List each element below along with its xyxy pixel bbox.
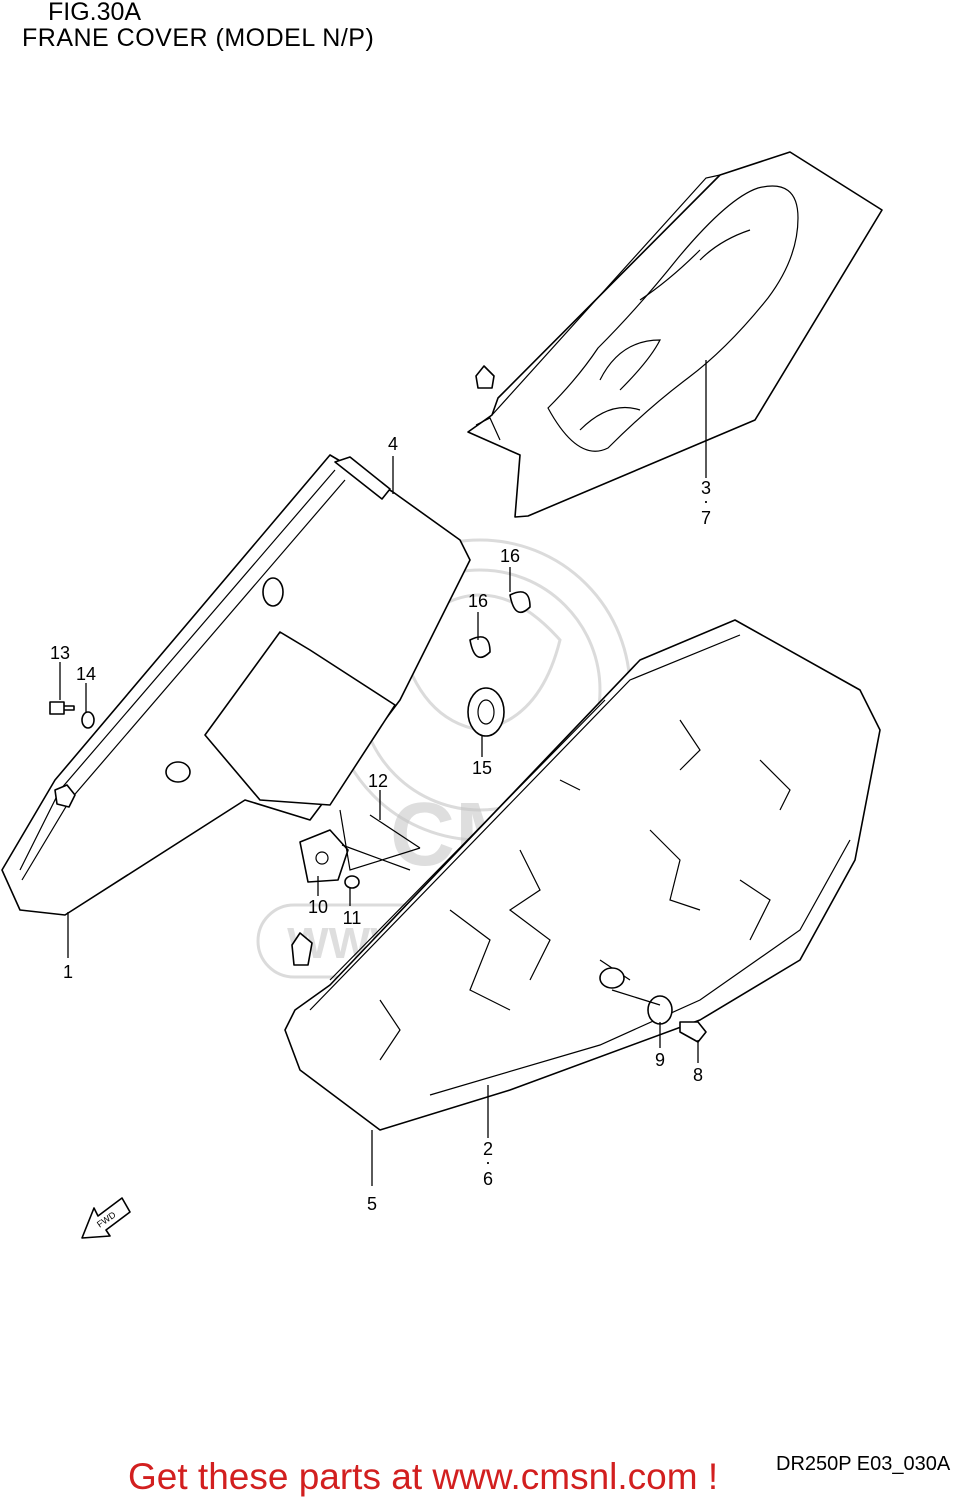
screw-part-8 bbox=[679, 1021, 707, 1043]
callout-5: 5 bbox=[367, 1194, 377, 1214]
callout-14: 14 bbox=[76, 664, 96, 684]
callout-15: 15 bbox=[472, 758, 492, 778]
callout-11: 11 bbox=[343, 908, 362, 928]
grommet-part-15 bbox=[467, 687, 505, 737]
callout-7: 7 bbox=[701, 508, 711, 528]
callout-10: 10 bbox=[308, 897, 328, 917]
bolt-part-13 bbox=[49, 701, 75, 715]
callout-16a: 16 bbox=[500, 546, 520, 566]
frame-cover-left bbox=[1, 454, 471, 916]
callout-dot-3-7: · bbox=[703, 491, 709, 511]
washer-part-11 bbox=[344, 875, 360, 889]
grommet-part-16a bbox=[509, 591, 531, 614]
grommet-part-16b bbox=[469, 636, 491, 659]
callout-1: 1 bbox=[63, 962, 73, 982]
pin-part-12 bbox=[369, 814, 421, 849]
callout-16b: 16 bbox=[468, 591, 488, 611]
fwd-arrow-icon: FWD bbox=[81, 1197, 131, 1239]
callout-numbers: 3 · 7 4 16 16 13 14 15 12 10 11 1 9 8 2 … bbox=[50, 434, 711, 1214]
washer-part-14 bbox=[81, 711, 95, 729]
diagram-code: DR250P E03_030A bbox=[776, 1453, 951, 1475]
callout-3: 3 bbox=[701, 478, 711, 498]
washer-part-9 bbox=[647, 995, 673, 1025]
callout-6: 6 bbox=[483, 1169, 493, 1189]
frame-cover-right-upper bbox=[467, 151, 883, 518]
callout-9: 9 bbox=[655, 1050, 665, 1070]
frame-cover-right-lower bbox=[284, 619, 881, 1131]
callout-13: 13 bbox=[50, 643, 70, 663]
callout-4: 4 bbox=[388, 434, 398, 454]
callout-dot-2-6: · bbox=[485, 1152, 491, 1172]
callout-8: 8 bbox=[693, 1065, 703, 1085]
callout-12: 12 bbox=[368, 771, 388, 791]
callout-leaders bbox=[59, 360, 707, 1186]
callout-2: 2 bbox=[483, 1139, 493, 1159]
footer-banner-link[interactable]: Get these parts at www.cmsnl.com ! bbox=[128, 1456, 719, 1497]
figure-title: FIG.30A bbox=[48, 0, 142, 26]
figure-subtitle: FRANE COVER (MODEL N/P) bbox=[22, 24, 375, 52]
clip-part-10 bbox=[299, 829, 349, 883]
